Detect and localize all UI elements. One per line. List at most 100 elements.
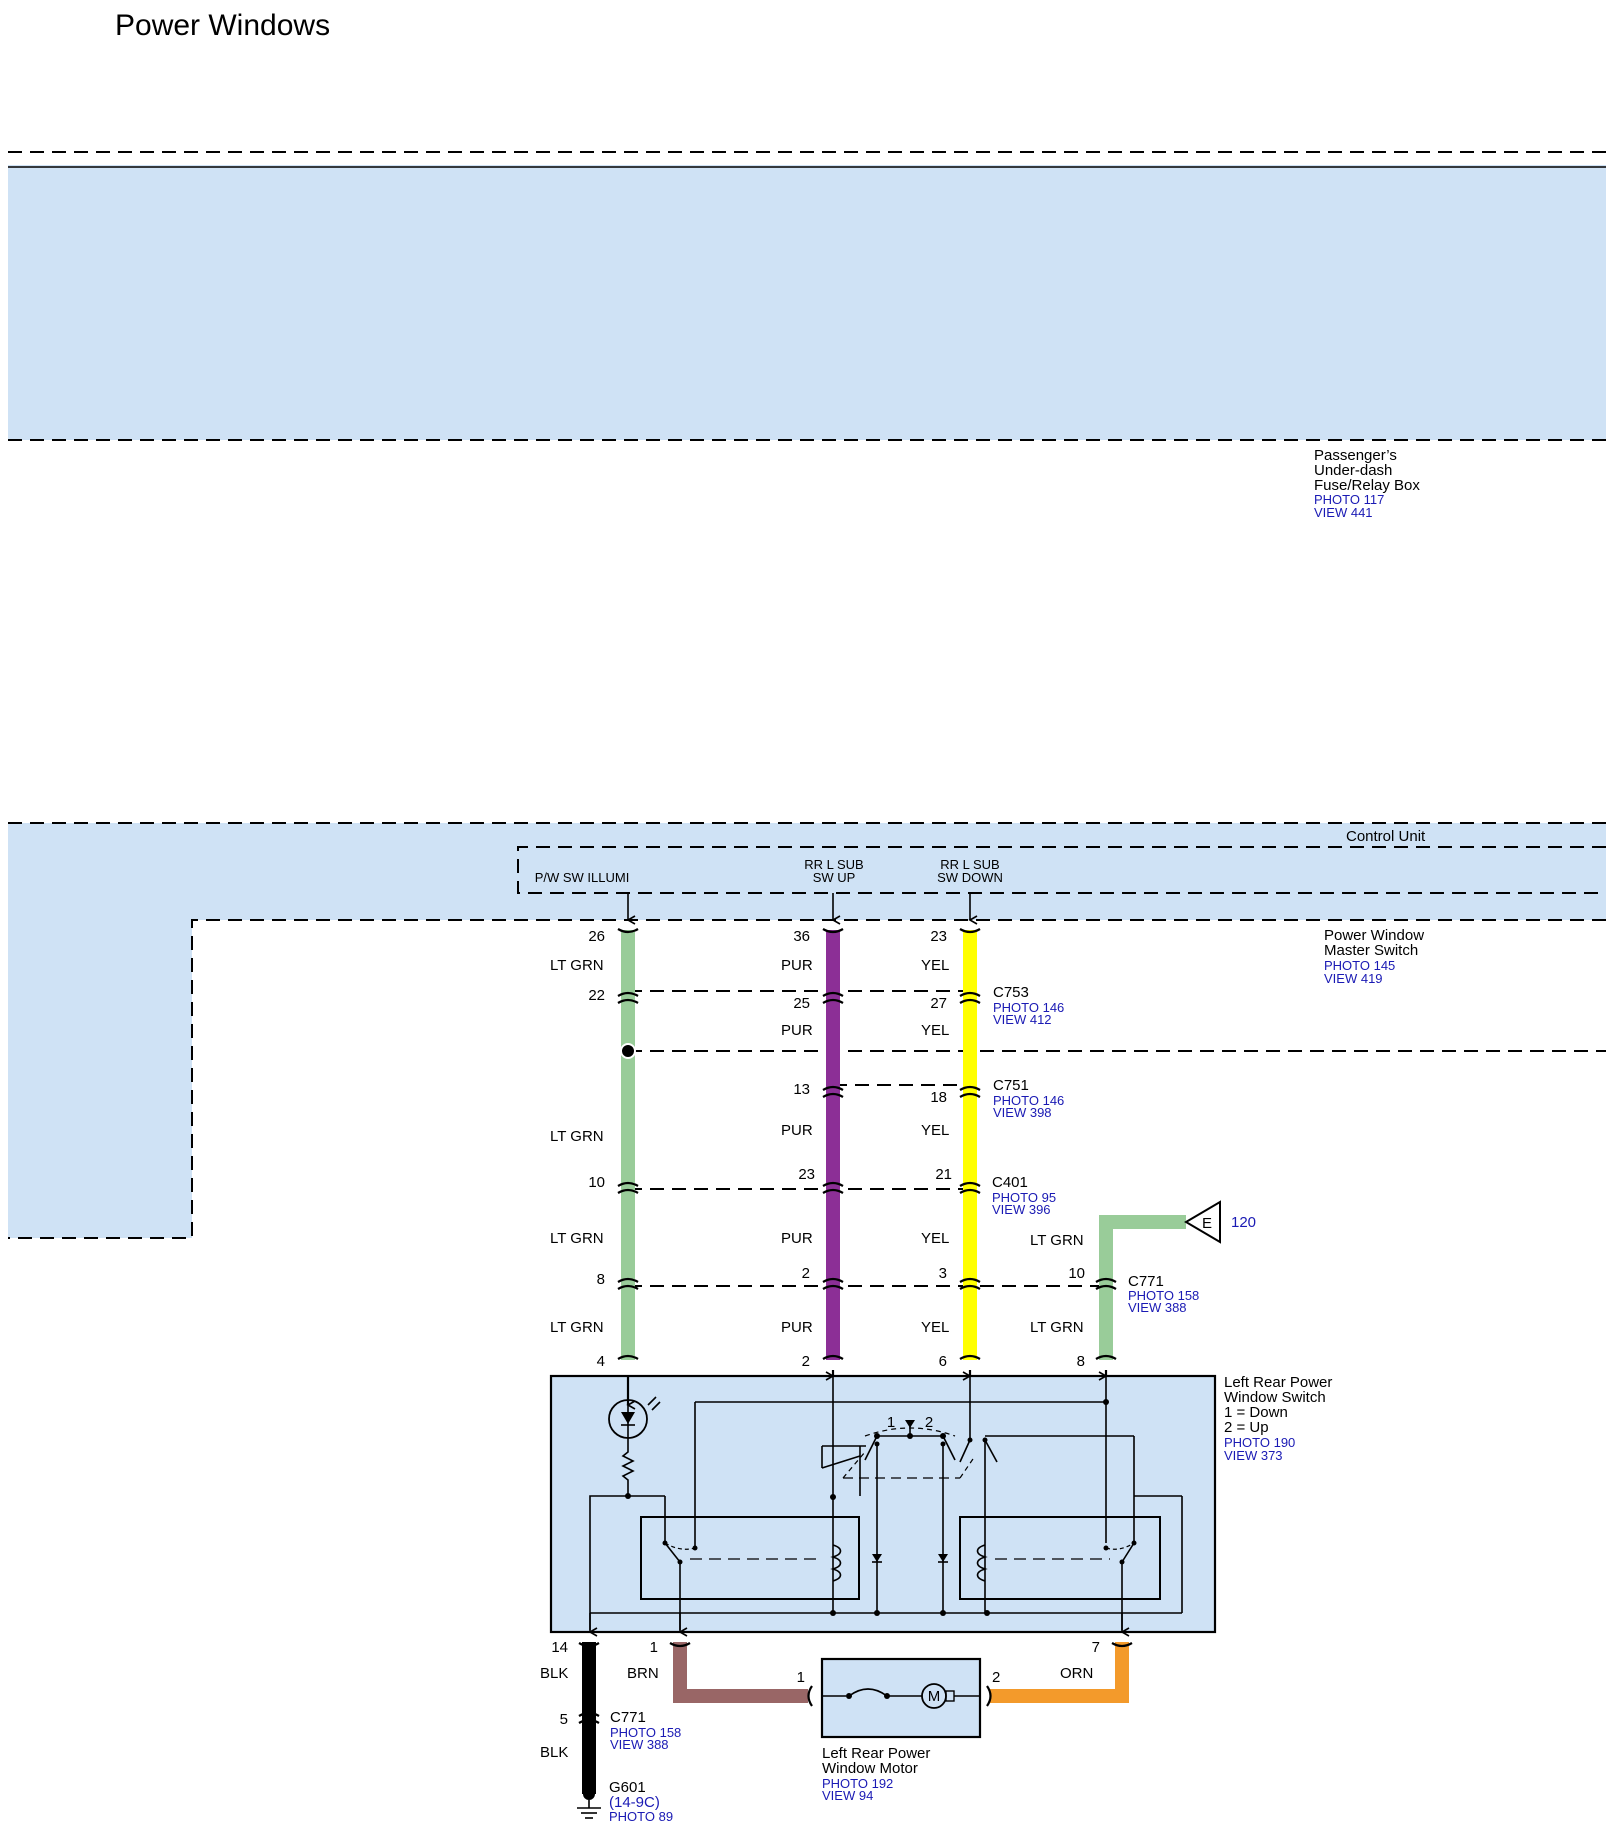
connector-c771-ground-label: C771 PHOTO 158 VIEW 388: [610, 1709, 681, 1752]
svg-text:Under-dash: Under-dash: [1314, 462, 1392, 479]
svg-text:22: 22: [588, 987, 605, 1004]
svg-text:YEL: YEL: [921, 1230, 949, 1247]
svg-text:23: 23: [798, 1166, 815, 1183]
svg-text:C401: C401: [992, 1174, 1028, 1191]
svg-text:8: 8: [1077, 1353, 1085, 1370]
svg-text:Window Motor: Window Motor: [822, 1760, 918, 1777]
svg-text:23: 23: [930, 928, 947, 945]
svg-text:7: 7: [1092, 1639, 1100, 1656]
svg-text:YEL: YEL: [921, 957, 949, 974]
svg-text:26: 26: [588, 928, 605, 945]
wire-color-labels: LT GRN PUR YEL PUR YEL LT GRN PUR YEL LT…: [540, 957, 1093, 1761]
svg-text:PHOTO 158: PHOTO 158: [1128, 1288, 1199, 1303]
window-motor-label: Left Rear Power Window Motor PHOTO 192 V…: [822, 1745, 930, 1803]
wire-yel-sw-down: [963, 930, 977, 1360]
page-title: Power Windows: [115, 9, 330, 42]
wire-brn-motor: [673, 1642, 808, 1703]
svg-text:LT GRN: LT GRN: [1030, 1232, 1084, 1249]
right-relay-coil-icon: [976, 1544, 988, 1582]
diode-icon: [938, 1554, 948, 1562]
resistor-icon: [621, 1438, 635, 1496]
svg-text:LT GRN: LT GRN: [550, 1319, 604, 1336]
svg-text:C771: C771: [1128, 1273, 1164, 1290]
connector-c751-label: C751 PHOTO 146 VIEW 398: [993, 1077, 1064, 1120]
svg-text:Power Window: Power Window: [1324, 927, 1424, 944]
control-unit-border: [517, 846, 1606, 894]
svg-text:2 = Up: 2 = Up: [1224, 1419, 1269, 1436]
diode-icon: [872, 1554, 882, 1562]
svg-text:PUR: PUR: [781, 1122, 813, 1139]
svg-text:YEL: YEL: [921, 1319, 949, 1336]
svg-text:LT GRN: LT GRN: [550, 1128, 604, 1145]
svg-text:27: 27: [930, 995, 947, 1012]
svg-text:36: 36: [793, 928, 810, 945]
fuse-box-label: Passenger’s Under-dash Fuse/Relay Box PH…: [1314, 447, 1420, 520]
svg-text:2: 2: [925, 1414, 933, 1431]
control-unit-label: Control Unit: [1346, 828, 1426, 845]
svg-text:VIEW 373: VIEW 373: [1224, 1448, 1283, 1463]
svg-text:YEL: YEL: [921, 1122, 949, 1139]
svg-text:PUR: PUR: [781, 957, 813, 974]
connector-c753-label: C753 PHOTO 146 VIEW 412: [993, 984, 1064, 1027]
svg-text:BLK: BLK: [540, 1665, 568, 1682]
svg-text:M: M: [928, 1688, 941, 1705]
svg-text:1: 1: [887, 1414, 895, 1431]
svg-text:2: 2: [992, 1669, 1000, 1686]
svg-text:1 = Down: 1 = Down: [1224, 1404, 1288, 1421]
svg-text:VIEW 396: VIEW 396: [992, 1202, 1051, 1217]
wire-ltgrn-illumi: [621, 930, 635, 1360]
svg-text:Passenger’s: Passenger’s: [1314, 447, 1397, 464]
svg-text:Left Rear Power: Left Rear Power: [822, 1745, 930, 1762]
svg-text:G601: G601: [609, 1779, 646, 1796]
svg-text:PUR: PUR: [781, 1230, 813, 1247]
svg-text:RR L SUB: RR L SUB: [940, 857, 999, 872]
window-motor-circuit: M: [822, 1683, 980, 1709]
connector-brackets: [578, 928, 1133, 1724]
svg-text:120: 120: [1231, 1214, 1256, 1231]
fuse-box-region: [8, 165, 1606, 440]
wire-ltgrn-offpage: [1099, 1215, 1186, 1360]
splice-point: [620, 1043, 636, 1059]
svg-text:3: 3: [939, 1265, 947, 1282]
wire-blk-ground: [582, 1642, 596, 1794]
svg-text:PHOTO 89: PHOTO 89: [609, 1809, 673, 1824]
svg-text:PHOTO 117: PHOTO 117: [1314, 492, 1384, 507]
wire-orn-motor: [990, 1642, 1129, 1703]
svg-text:SW DOWN: SW DOWN: [937, 870, 1003, 885]
svg-text:E: E: [1202, 1215, 1212, 1232]
ground-label: G601 (14-9C) PHOTO 89: [609, 1779, 673, 1824]
svg-text:SW UP: SW UP: [813, 870, 856, 885]
svg-text:8: 8: [597, 1271, 605, 1288]
window-motor-box: [820, 1657, 982, 1739]
svg-text:PUR: PUR: [781, 1319, 813, 1336]
svg-text:LT GRN: LT GRN: [550, 1230, 604, 1247]
svg-text:C771: C771: [610, 1709, 646, 1726]
left-rear-switch-box: [549, 1374, 1217, 1634]
svg-text:Fuse/Relay Box: Fuse/Relay Box: [1314, 477, 1420, 494]
svg-text:VIEW 412: VIEW 412: [993, 1012, 1052, 1027]
ground-icon: [577, 1788, 601, 1819]
svg-text:4: 4: [597, 1353, 605, 1370]
svg-text:C751: C751: [993, 1077, 1029, 1094]
left-relay-coil-icon: [830, 1544, 842, 1582]
svg-text:YEL: YEL: [921, 1022, 949, 1039]
svg-text:PHOTO 95: PHOTO 95: [992, 1190, 1056, 1205]
master-switch-region: [8, 823, 1606, 1238]
master-switch-border: [8, 919, 1606, 1239]
connector-c771-label: C771 PHOTO 158 VIEW 388: [1128, 1273, 1199, 1315]
svg-text:Master Switch: Master Switch: [1324, 942, 1418, 959]
svg-text:1: 1: [797, 1669, 805, 1686]
svg-text:PUR: PUR: [781, 1022, 813, 1039]
offpage-connector-e: E 120: [1184, 1200, 1256, 1244]
svg-text:13: 13: [793, 1081, 810, 1098]
svg-text:14: 14: [551, 1639, 568, 1656]
svg-text:VIEW 441: VIEW 441: [1314, 505, 1373, 520]
svg-text:PHOTO 146: PHOTO 146: [993, 1093, 1064, 1108]
svg-text:PHOTO 190: PHOTO 190: [1224, 1435, 1295, 1450]
svg-text:25: 25: [793, 995, 810, 1012]
svg-text:PHOTO 158: PHOTO 158: [610, 1725, 681, 1740]
svg-text:5: 5: [560, 1711, 568, 1728]
pin-numbers: 26 36 23 22 25 27 13 18 10 23 21 8 2 3 1…: [551, 928, 1100, 1728]
svg-text:VIEW 388: VIEW 388: [1128, 1300, 1187, 1315]
